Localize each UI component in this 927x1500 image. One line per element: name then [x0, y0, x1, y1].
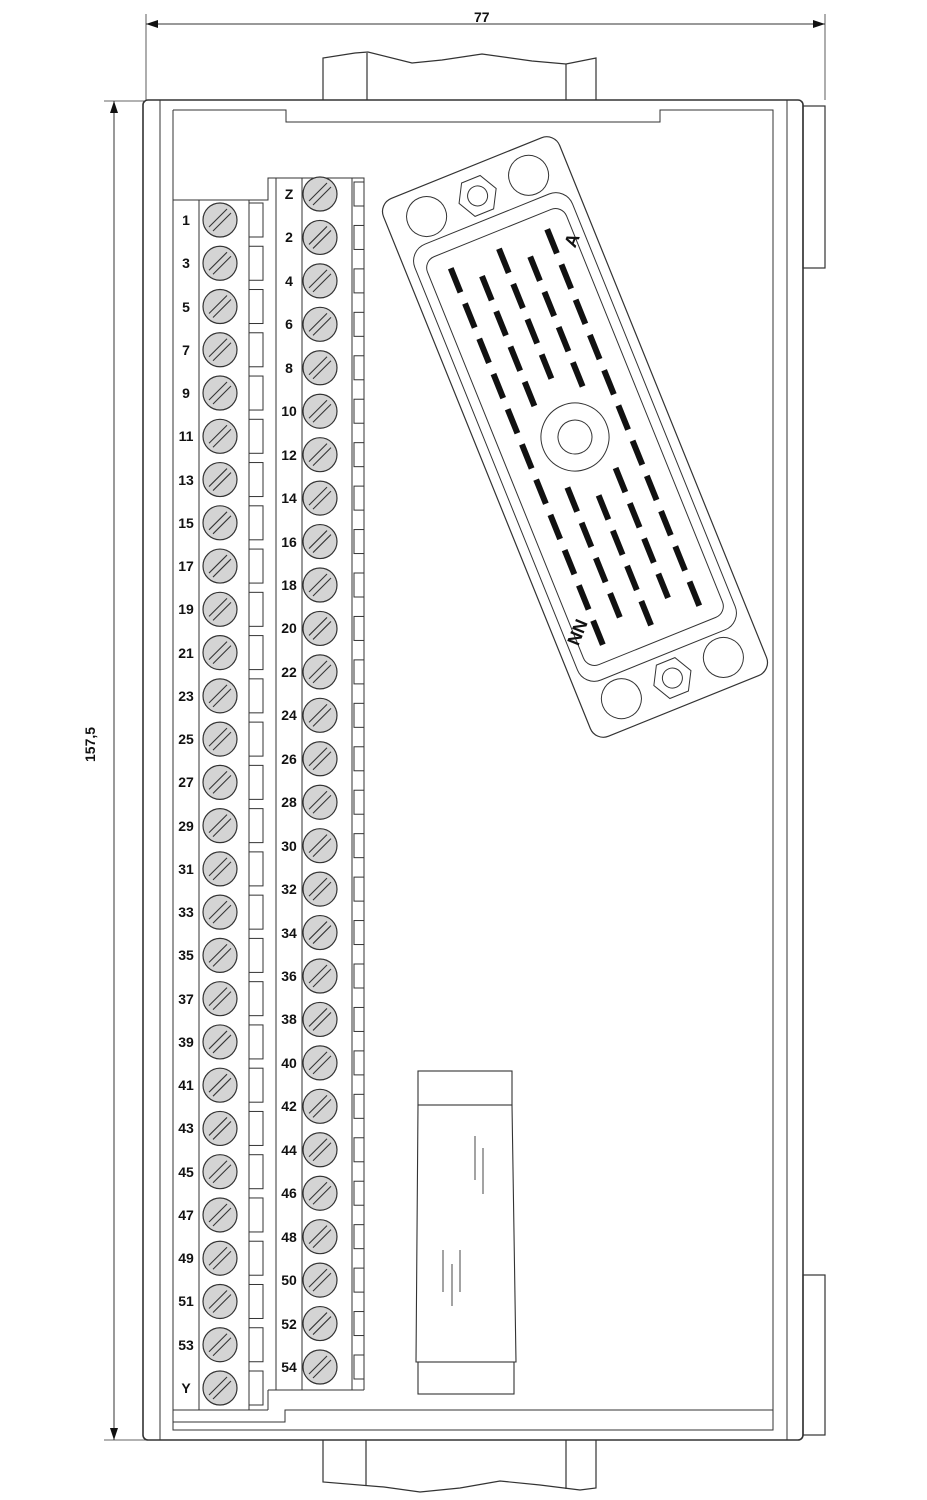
terminal-label: 42 [281, 1098, 297, 1115]
terminal-label: 28 [281, 794, 297, 811]
terminal-label: 34 [281, 924, 297, 941]
terminal-label: 35 [178, 947, 194, 964]
terminal-label: 33 [178, 904, 194, 921]
terminal-label: 31 [178, 860, 194, 877]
terminal-label: 32 [281, 881, 297, 898]
terminal-label: 8 [285, 359, 293, 376]
terminal-label: 24 [281, 707, 297, 724]
terminal-label: 37 [178, 990, 194, 1007]
terminal-label: 51 [178, 1293, 194, 1310]
terminal-label: 7 [182, 341, 190, 358]
terminal-label: 46 [281, 1185, 297, 1202]
terminal-label: 41 [178, 1077, 194, 1094]
terminal-label: Y [181, 1380, 191, 1396]
terminal-label: 17 [178, 558, 194, 575]
terminal-label: 19 [178, 601, 194, 618]
terminal-label: 23 [178, 687, 194, 704]
terminal-label: 5 [182, 298, 190, 315]
terminal-label: 52 [281, 1315, 297, 1332]
terminal-label: 48 [281, 1228, 297, 1245]
terminal-label: 50 [281, 1272, 297, 1289]
terminal-label: 40 [281, 1054, 297, 1071]
width-dimension-label: 77 [474, 9, 490, 25]
terminal-label: 39 [178, 1033, 194, 1050]
terminal-label: 14 [281, 490, 297, 507]
terminal-label: 49 [178, 1250, 194, 1267]
terminal-label: 38 [281, 1011, 297, 1028]
terminal-label: 6 [285, 316, 293, 333]
terminal-label: 15 [178, 514, 194, 531]
terminal-label: 21 [178, 644, 194, 661]
terminal-label: 44 [281, 1141, 297, 1158]
terminal-label: 47 [178, 1206, 194, 1223]
terminal-label: 4 [285, 272, 293, 289]
terminal-label: 25 [178, 731, 194, 748]
terminal-label: 43 [178, 1120, 194, 1137]
terminal-label: 12 [281, 446, 297, 463]
terminal-label: 30 [281, 837, 297, 854]
terminal-label: 29 [178, 817, 194, 834]
terminal-label: 10 [281, 403, 297, 420]
terminal-label: 54 [281, 1359, 297, 1375]
terminal-label: Z [284, 186, 294, 202]
terminal-label: 22 [281, 663, 297, 680]
terminal-label: 27 [178, 774, 194, 791]
height-dimension-label: 157,5 [82, 726, 98, 762]
terminal-label: 16 [281, 533, 297, 550]
terminal-label: 26 [281, 750, 297, 767]
terminal-label: 20 [281, 620, 297, 637]
terminal-label: 9 [182, 385, 190, 402]
terminal-label: 13 [178, 471, 194, 488]
terminal-label: 11 [178, 428, 194, 445]
connector-outline [381, 136, 769, 738]
terminal-label: 2 [285, 229, 293, 246]
terminal-label: 3 [182, 255, 190, 272]
terminal-label: 18 [281, 577, 297, 593]
terminal-label: 1 [182, 212, 190, 228]
terminal-label: 53 [178, 1336, 194, 1353]
terminal-label: 36 [281, 968, 297, 984]
terminal-label: 45 [178, 1163, 194, 1180]
